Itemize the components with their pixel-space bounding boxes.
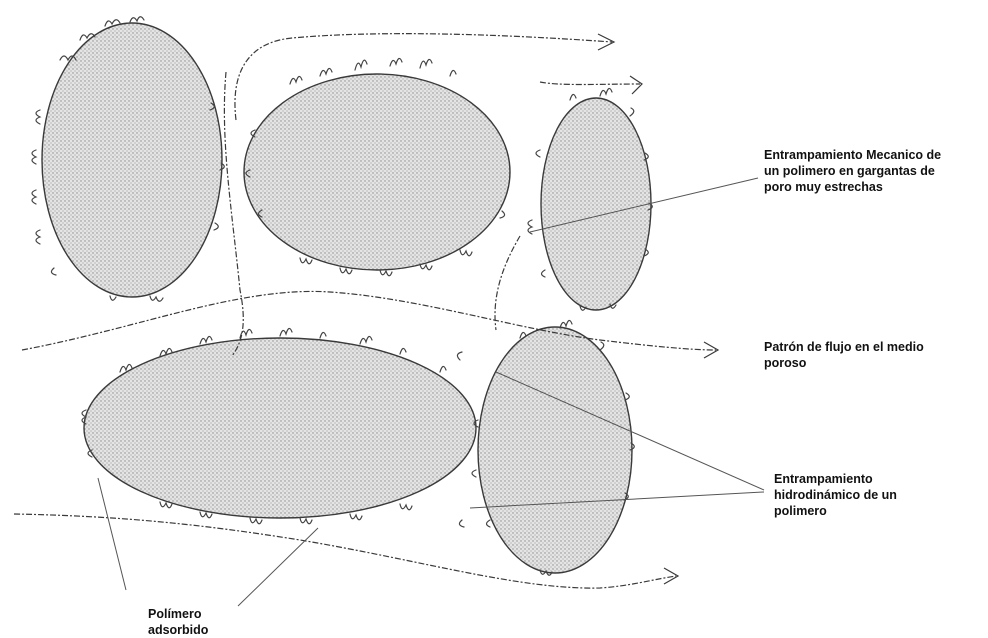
grain-top-center xyxy=(244,74,510,270)
label-flow-pattern: Patrón de flujo en el medio poroso xyxy=(764,339,964,371)
streamline-top-right-arrow xyxy=(630,76,642,94)
label-hydrodynamic-trapping: Entrampamiento hidrodinámico de un polim… xyxy=(774,471,974,519)
streamline-top-right xyxy=(540,82,640,85)
label-adsorbed-polymer: Polímero adsorbido xyxy=(148,606,268,638)
streamline-between-right xyxy=(495,236,520,330)
label-mechanical-trapping: Entrampamiento Mecanico de un polimero e… xyxy=(764,147,988,195)
streamline-left-gap xyxy=(224,72,243,356)
grain-top-right xyxy=(541,98,651,310)
leader-adsorbed-left xyxy=(98,478,126,590)
grain-top-left xyxy=(42,23,222,297)
leader-adsorbed-right xyxy=(238,528,318,606)
grain-bottom-right xyxy=(478,327,632,573)
grain-bottom-center xyxy=(84,338,476,518)
rock-grains xyxy=(42,23,651,573)
